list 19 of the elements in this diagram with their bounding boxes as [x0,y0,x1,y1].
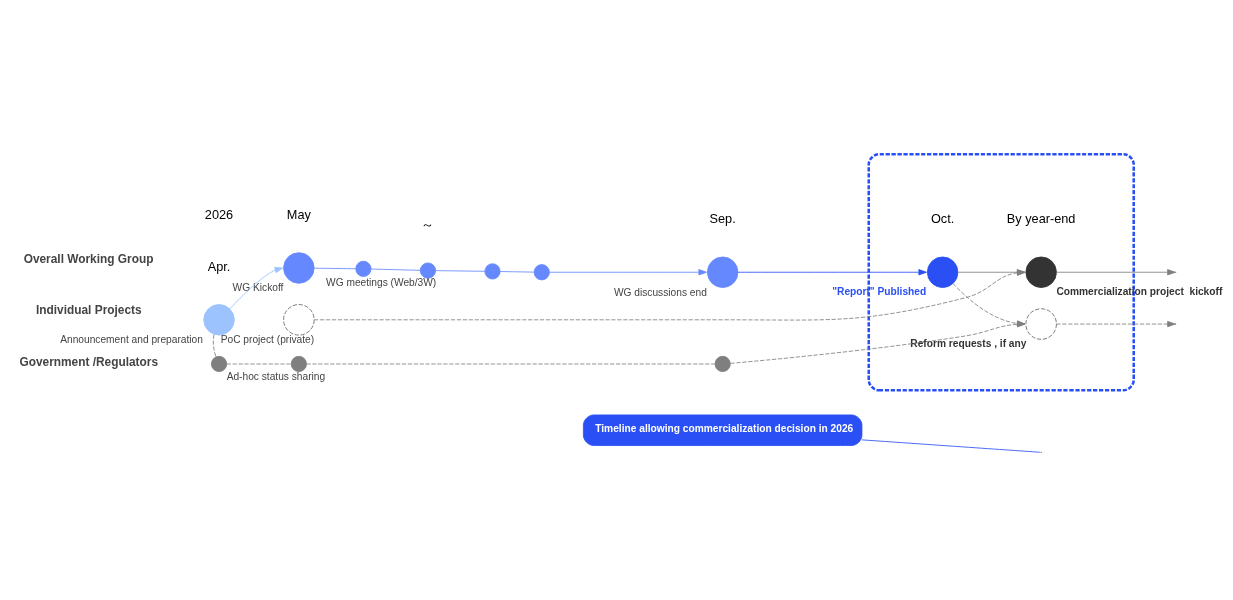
label: May [286,207,311,223]
label: Individual Projects [36,303,142,318]
node-label: Ad-hoc status sharing [226,370,326,382]
label: Government /Regulators [19,355,159,370]
label: Oct. [930,211,955,227]
node-label: "Report" Published [832,285,927,297]
node-label: WG Kickoff [232,282,284,294]
label: By year-end [1006,211,1076,227]
node-label: Commercialization project kickoff [1056,285,1223,297]
node-label: WG meetings (Web/3W) [326,277,437,289]
node-label: PoC project (private) [220,334,315,346]
label: Sep. [709,211,736,227]
node-label: WG discussions end [613,286,707,298]
label: 2026 [204,207,234,223]
node-label: Reform requests , if any [910,337,1027,349]
label: Apr. [207,258,231,274]
label: Overall Working Group [23,251,154,266]
node-label: Announcement and preparation [60,334,203,346]
label: ～ [421,217,435,233]
